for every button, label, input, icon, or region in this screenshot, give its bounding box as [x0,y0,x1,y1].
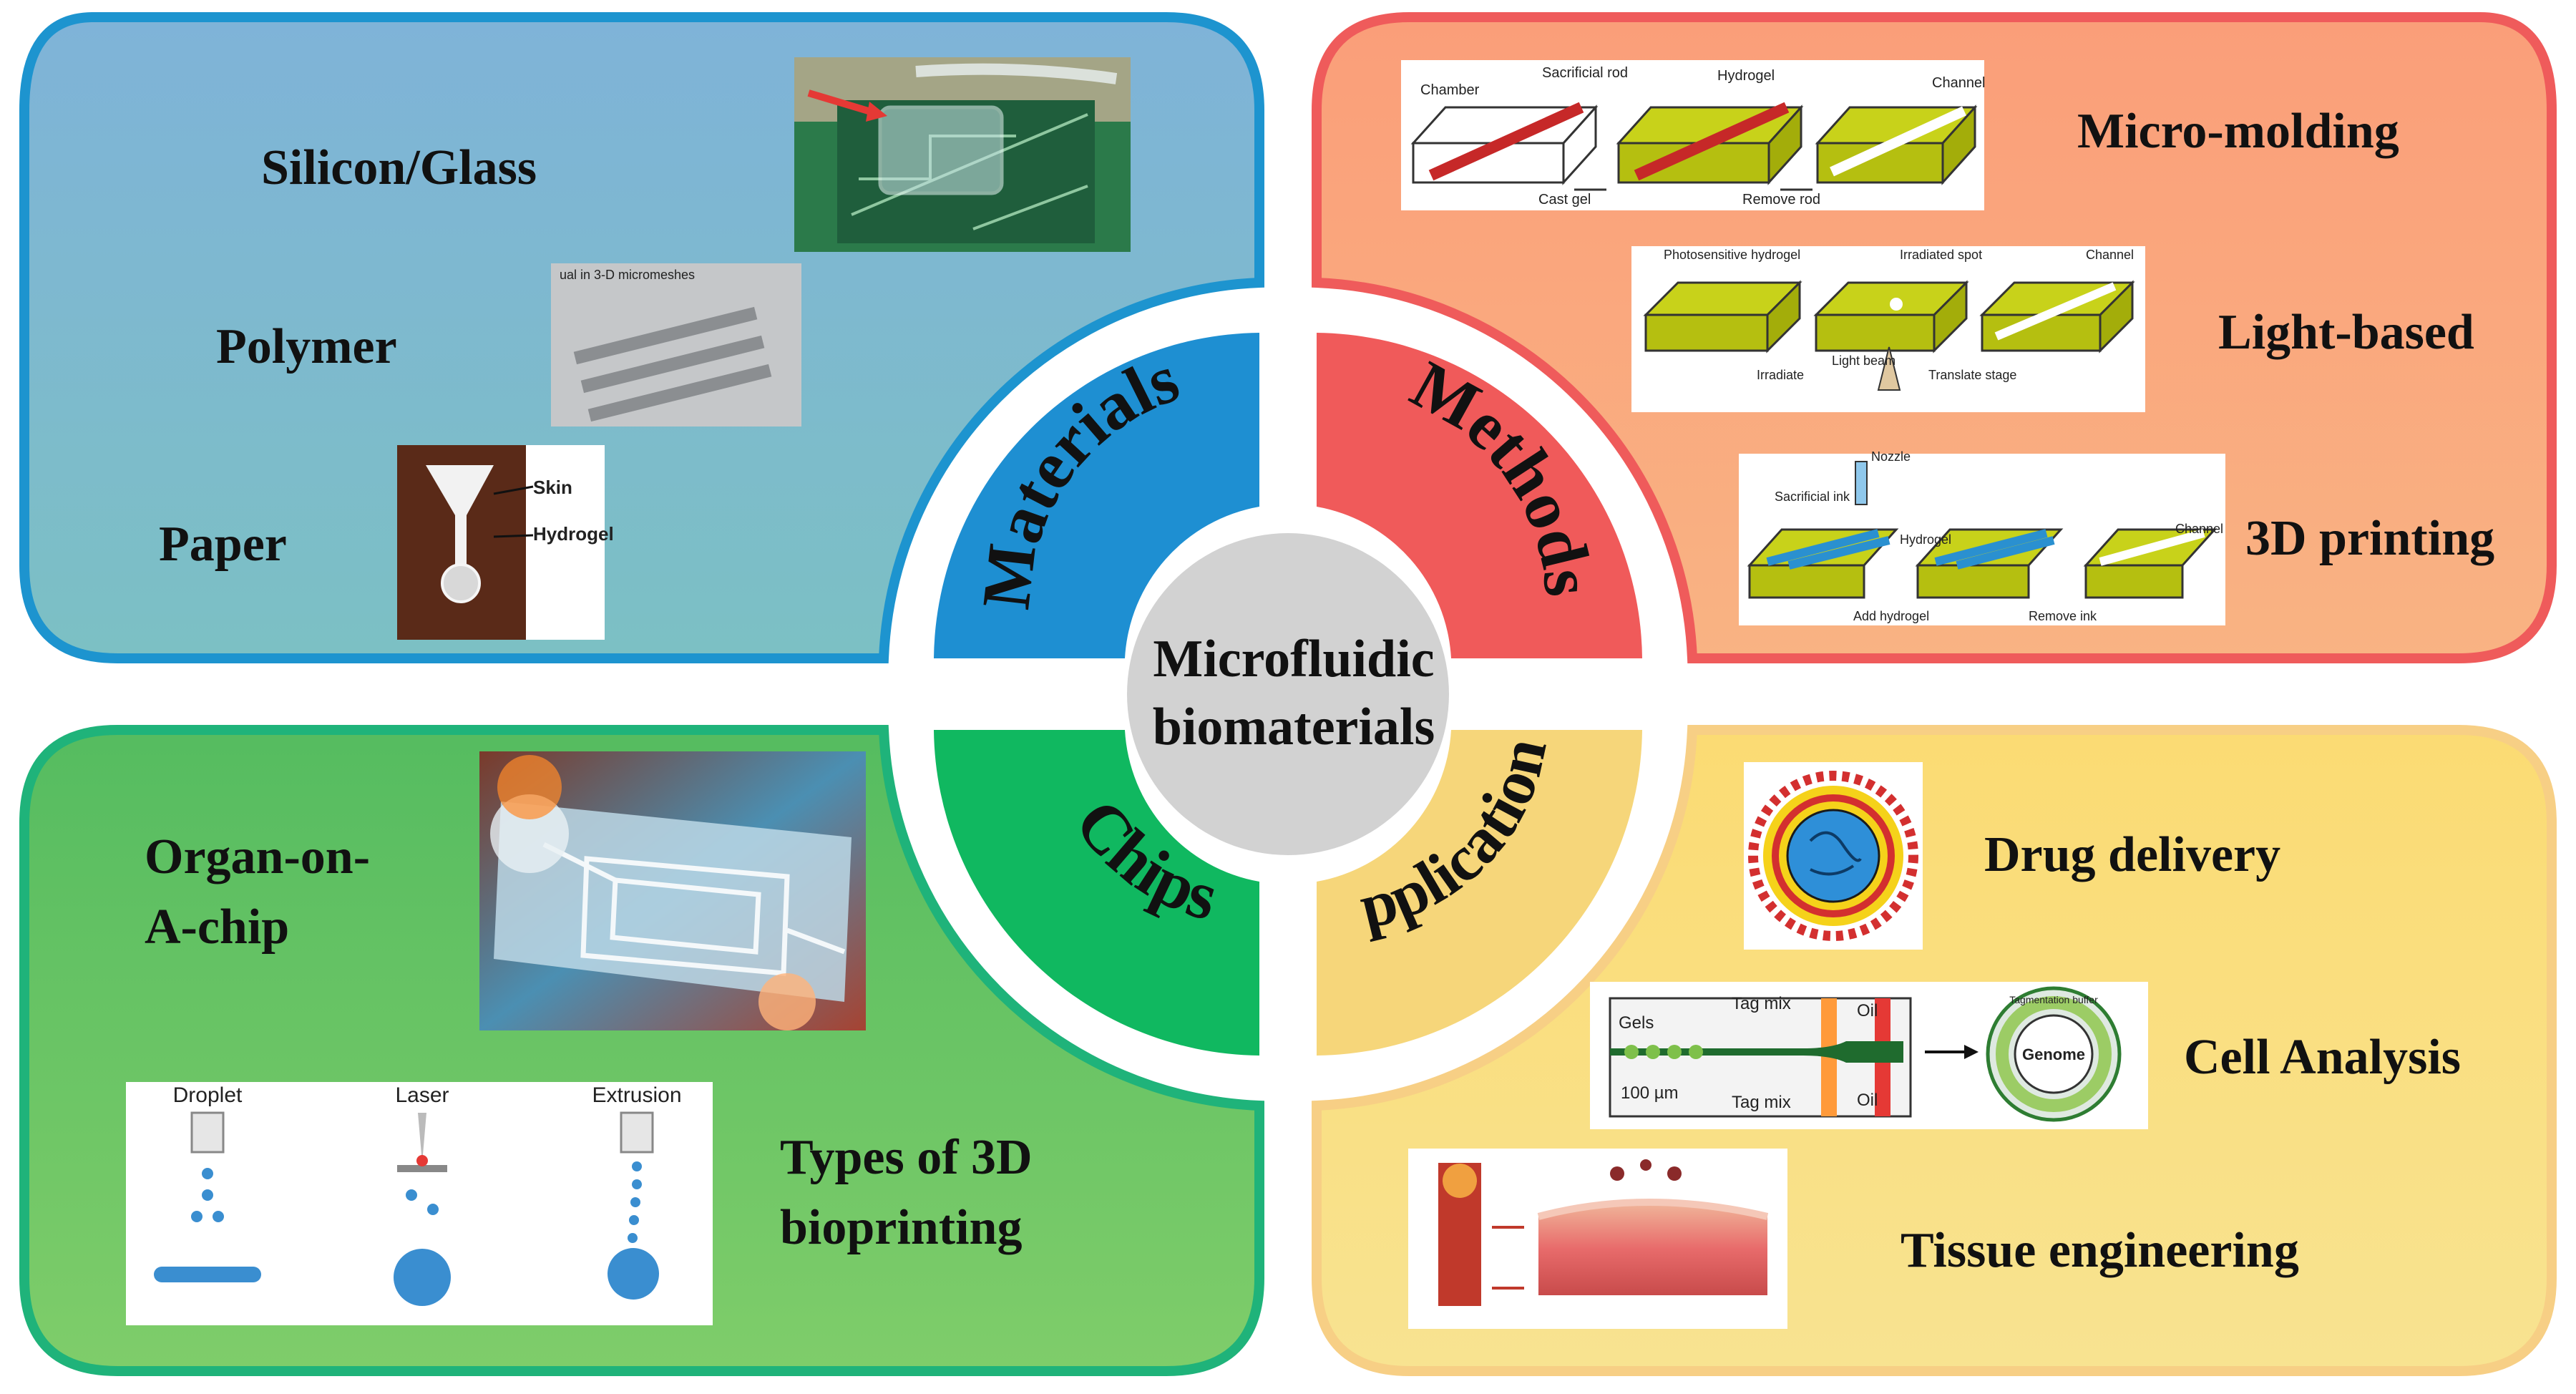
printing-ink-label: Sacrificial ink [1775,489,1850,504]
cell-gels-label: Gels [1619,1013,1654,1033]
chips-ring-segment [934,730,1259,1056]
cell-analysis-microfluidic: Gels Tag mix Tag mix Oil Oil 100 µm Geno… [1590,982,2148,1129]
polymer-micrograph: ual in 3-D micromeshes [551,263,801,427]
light-spot-label: Irradiated spot [1900,248,1982,262]
method-3d-printing: 3D printing [2245,511,2494,566]
application-tissue-engineering: Tissue engineering [1901,1223,2299,1278]
bioprinting-types-illustration: Droplet Laser Extrusion [126,1082,713,1325]
organ-on-chip-line2: A-chip [145,900,289,955]
cell-genome-label: Genome [2022,1046,2085,1063]
light-based-diagram: Photosensitive hydrogel Irradiated spot … [1631,246,2145,412]
material-silicon-glass: Silicon/Glass [261,140,537,195]
molding-hydrogel-label: Hydrogel [1717,68,1775,84]
cell-oil-top-label: Oil [1857,1001,1878,1020]
light-beam-label: Light beam [1832,354,1896,368]
cell-tagmix-top-label: Tag mix [1732,994,1791,1013]
paper-device-photo: Skin Hydrogel [397,445,614,640]
tissue-engineering-illustration [1408,1149,1787,1329]
bioprint-laser-label: Laser [395,1083,449,1107]
applications-ring-segment [1317,730,1642,1056]
light-translate-label: Translate stage [1928,368,2016,382]
printing-nozzle-label: Nozzle [1871,449,1911,464]
silicon-chip-photo [794,57,1131,252]
printing-add-label: Add hydrogel [1853,609,1929,623]
application-drug-delivery: Drug delivery [1984,827,2280,882]
light-photosensitive-label: Photosensitive hydrogel [1664,248,1800,262]
bioprinting-label-line1: Types of 3D [780,1130,1033,1185]
light-channel-label: Channel [2086,248,2134,262]
molding-channel-label: Channel [1932,75,1986,91]
organ-on-chip-illustration [479,751,866,1030]
organ-on-chip-line1: Organ-on- [145,829,370,884]
molding-rod-label: Sacrificial rod [1542,65,1628,81]
center-title-line2: biomaterials [1153,698,1435,756]
bioprint-droplet-label: Droplet [173,1083,243,1107]
printing-hydrogel-label: Hydrogel [1900,532,1951,547]
method-light-based: Light-based [2218,305,2474,360]
micro-molding-diagram: Chamber Sacrificial rod Hydrogel Channel… [1401,60,1986,210]
methods-ring-segment [1317,333,1642,658]
cell-buffer-label: Tagmentation buffer [2009,994,2098,1005]
printing-channel-label: Channel [2175,522,2223,536]
drug-delivery-nanoparticle [1744,762,1923,950]
light-irradiate-label: Irradiate [1757,368,1804,382]
molding-remove-label: Remove rod [1742,192,1820,208]
printing-remove-label: Remove ink [2029,609,2097,623]
molding-chamber-label: Chamber [1420,82,1480,98]
micrograph-caption: ual in 3-D micromeshes [560,268,695,282]
center-title-line1: Microfluidic [1153,630,1434,688]
materials-ring-segment [934,333,1259,658]
paper-hydrogel-label: Hydrogel [533,523,614,545]
bioprint-extrusion-label: Extrusion [592,1083,681,1107]
application-cell-analysis: Cell Analysis [2184,1030,2461,1085]
material-polymer: Polymer [216,319,397,374]
cell-oil-bottom-label: Oil [1857,1091,1878,1110]
bioprinting-label-line2: bioprinting [780,1200,1022,1255]
cell-scale-label: 100 µm [1621,1083,1679,1103]
center-circle [1127,533,1449,855]
cell-tagmix-bottom-label: Tag mix [1732,1093,1791,1112]
3d-printing-diagram: Nozzle Sacrificial ink Hydrogel Channel … [1739,449,2225,625]
paper-skin-label: Skin [533,477,572,498]
method-micro-molding: Micro-molding [2077,104,2399,159]
molding-cast-label: Cast gel [1538,192,1591,208]
material-paper: Paper [159,517,287,572]
